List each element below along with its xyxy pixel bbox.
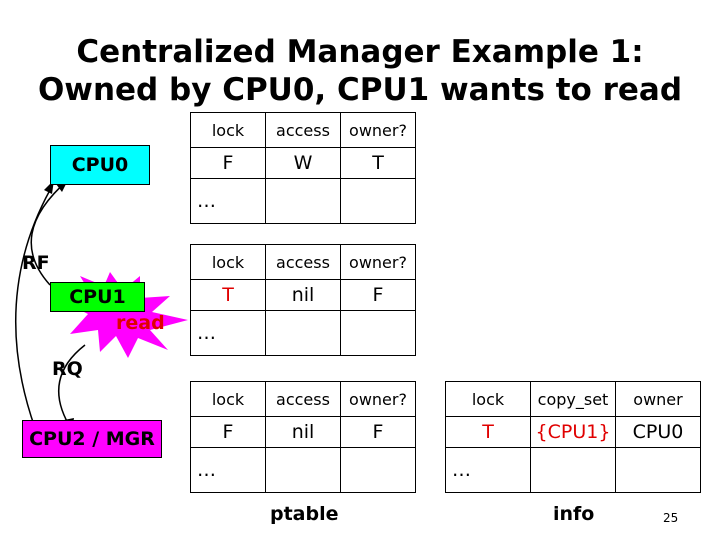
info-owner: CPU0 [615,416,701,448]
mgr-ptable: lock access owner? F nil F … [190,381,416,493]
info-hdr-owner: owner [615,381,701,417]
hdr-access: access [265,244,341,280]
title-line-1: Centralized Manager Example 1: [76,34,644,70]
mgr-dots: … [190,447,266,493]
cpu0-dots: … [190,178,266,224]
hdr-lock: lock [190,381,266,417]
hdr-owner: owner? [340,112,416,148]
hdr-owner: owner? [340,381,416,417]
mgr-to-cpu0-arrow [14,189,51,429]
cpu0-owner: T [340,147,416,179]
hdr-access: access [265,112,341,148]
rq-label: RQ [52,358,83,380]
title-line-2: Owned by CPU0, CPU1 wants to read [37,72,683,108]
cpu0-node: CPU0 [50,145,150,185]
info-lock: T [445,416,531,448]
cpu1-ptable: lock access owner? T nil F … [190,244,416,356]
mgr-node: CPU2 / MGR [22,420,162,458]
rf-label: RF [22,252,50,274]
cpu0-ptable: lock access owner? F W T … [190,112,416,224]
info-label: info [553,503,595,525]
mgr-owner: F [340,416,416,448]
cpu1-access: nil [265,279,341,311]
ptable-label: ptable [270,503,339,525]
mgr-info-table: lock copy_set owner T {CPU1} CPU0 … [445,381,701,493]
info-dots: … [445,447,531,493]
cpu1-lock: T [190,279,266,311]
cpu1-dots: … [190,310,266,356]
cpu0-lock: F [190,147,266,179]
info-copy-set: {CPU1} [530,416,616,448]
cpu0-access: W [265,147,341,179]
page-number: 25 [663,511,679,525]
mgr-lock: F [190,416,266,448]
rf-arrow [30,179,69,286]
hdr-lock: lock [190,244,266,280]
hdr-owner: owner? [340,244,416,280]
mgr-access: nil [265,416,341,448]
read-label: read [116,312,165,334]
hdr-access: access [265,381,341,417]
info-hdr-copy-set: copy_set [530,381,616,417]
cpu1-node: CPU1 [50,282,145,312]
info-hdr-lock: lock [445,381,531,417]
cpu1-owner: F [340,279,416,311]
hdr-lock: lock [190,112,266,148]
